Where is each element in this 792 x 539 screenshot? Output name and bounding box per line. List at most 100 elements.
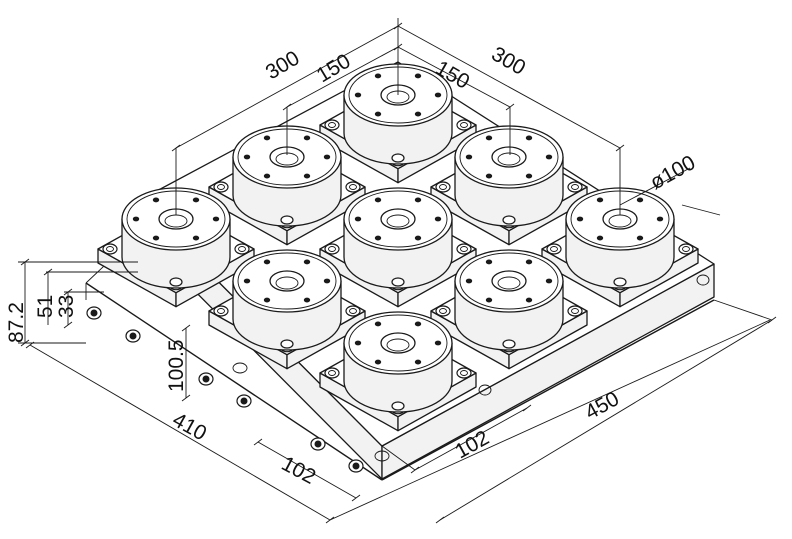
chuck-bore	[269, 270, 305, 292]
chuck-screw	[263, 135, 271, 141]
riser-bolt	[546, 243, 562, 255]
chuck-bore	[491, 146, 527, 168]
chuck-unit	[541, 187, 699, 308]
dimension-lines	[18, 18, 777, 524]
riser-bolt	[456, 243, 472, 255]
chuck-screw	[303, 135, 311, 141]
chuck-unit	[97, 187, 255, 308]
side-port	[348, 459, 364, 473]
chuck-jaw-slot	[136, 222, 164, 233]
dim-base-width: 450	[581, 387, 623, 424]
riser-bolt-head	[571, 308, 579, 314]
riser-bolt-head	[571, 184, 579, 190]
base-bottom-edge-right	[381, 299, 715, 481]
chuck-screw	[434, 216, 442, 222]
chuck-front-bolt	[391, 401, 405, 411]
port-center	[240, 397, 248, 405]
chuck-screw	[545, 278, 553, 284]
chuck-bore-inner	[275, 276, 299, 290]
chuck-front-bolt	[391, 277, 405, 287]
dim-pitch-total-left: 300	[262, 47, 304, 85]
chuck-bore-inner	[497, 152, 521, 166]
dim-line-150-left	[286, 46, 399, 108]
chuck-screw	[212, 216, 220, 222]
dim-height-base: 33	[55, 295, 78, 318]
dim-line-102-left	[257, 441, 357, 499]
locating-hole	[232, 362, 248, 374]
chuck-unit	[208, 249, 366, 370]
chuck-screw	[263, 259, 271, 265]
chuck-jaw-slot	[247, 143, 275, 154]
riser-bolt-head	[106, 246, 114, 252]
chuck-screw	[485, 297, 493, 303]
chuck-screw	[192, 197, 200, 203]
chuck-screw	[525, 135, 533, 141]
locating-hole	[478, 384, 492, 396]
chuck-jaw-slot	[469, 267, 497, 278]
chuck-screw	[243, 278, 251, 284]
riser-bolt	[234, 243, 250, 255]
chuck-bore	[380, 208, 416, 230]
chuck-front-bolt	[280, 339, 294, 349]
chuck-unit	[319, 311, 477, 432]
dim-port-spacing-left: 102	[278, 452, 320, 489]
chuck-screw	[485, 259, 493, 265]
chuck-jaw-slot	[358, 222, 386, 233]
chuck-jaw-slot	[358, 81, 386, 92]
side-ports	[86, 274, 710, 473]
riser-bolt-head	[550, 246, 558, 252]
riser-bolt	[435, 181, 451, 193]
side-port	[198, 372, 214, 386]
riser-bolt-head	[460, 122, 468, 128]
chuck-screw	[152, 197, 160, 203]
port-center	[314, 440, 322, 448]
dim-line-450-base	[329, 319, 771, 521]
chuck-screw	[243, 154, 251, 160]
riser-bolt-head	[439, 308, 447, 314]
dim-line-150-right	[397, 46, 511, 108]
chuck-jaw-slot	[469, 284, 497, 295]
riser-bolt-head	[328, 246, 336, 252]
riser-bolt	[102, 243, 118, 255]
chuck-top-ring	[348, 190, 448, 248]
chuck-jaw-slot	[469, 143, 497, 154]
chuck-top-ring	[237, 252, 337, 310]
dim-base-depth: 410	[169, 408, 211, 445]
chuck-bore-inner	[497, 276, 521, 290]
chuck-screw	[374, 235, 382, 241]
dim-chuck-diameter: ø100	[646, 151, 699, 194]
chuck-screw	[414, 321, 422, 327]
chuck-screw	[354, 340, 362, 346]
riser-bolt	[678, 243, 694, 255]
chuck-jaw-slot	[632, 222, 660, 233]
chuck-screw	[323, 154, 331, 160]
chuck-screw	[374, 197, 382, 203]
chuck-jaw-slot	[247, 284, 275, 295]
chuck-jaw-slot	[469, 160, 497, 171]
chuck-jaw-slot	[136, 205, 164, 216]
dim-tick	[435, 516, 445, 524]
port-center	[352, 462, 360, 470]
side-port	[236, 394, 252, 408]
dim-tick	[351, 494, 361, 502]
chuck-screw	[596, 197, 604, 203]
ext-line-450	[713, 299, 773, 321]
riser-bolt	[324, 119, 340, 131]
dim-tick	[20, 258, 30, 266]
chuck-screw	[525, 259, 533, 265]
chuck-jaw-slot	[521, 267, 549, 278]
riser-bolt-head	[238, 246, 246, 252]
riser-bolt	[456, 367, 472, 379]
chuck-screw	[434, 340, 442, 346]
chuck-jaw-slot	[632, 205, 660, 216]
chuck-screw	[132, 216, 140, 222]
chuck-screw	[485, 173, 493, 179]
dim-tick	[181, 394, 191, 402]
dim-line-102-right	[414, 407, 528, 471]
dim-line-300-left	[175, 25, 399, 149]
riser-bolt-head	[460, 370, 468, 376]
chuck-jaw-slot	[410, 81, 438, 92]
base-bottom-edge-left	[85, 282, 383, 481]
chuck-unit	[208, 125, 366, 246]
chuck-front-bolt	[502, 215, 516, 225]
